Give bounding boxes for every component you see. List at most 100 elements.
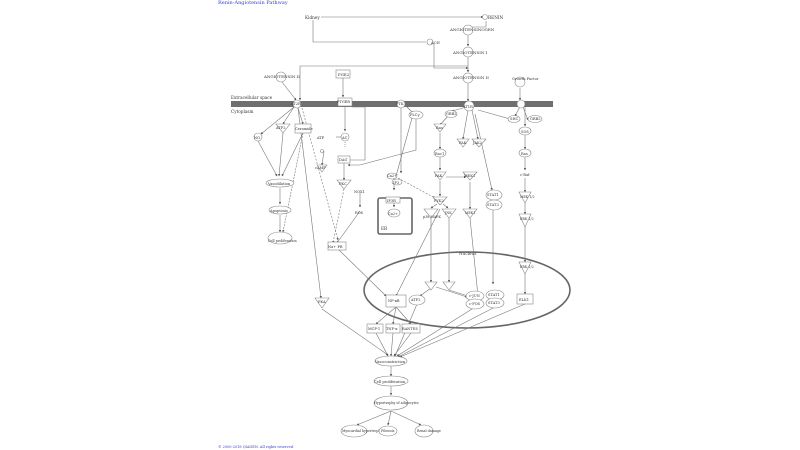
node-ca-top: Ca2+ [387, 174, 397, 178]
hypertrophy-glyph [373, 395, 409, 411]
apoptosis-glyph [268, 205, 292, 215]
jnk-glyph [441, 208, 457, 219]
angiotensin-i-glyph [462, 46, 474, 58]
node-sos: SOS [521, 130, 529, 134]
node-camp: cAMP [315, 166, 326, 170]
elk1-glyph [516, 293, 534, 305]
pak-glyph [433, 171, 447, 181]
sos-glyph [518, 126, 532, 136]
node-plcg: PLCγ [410, 113, 420, 117]
node-pkc: PKC [339, 182, 347, 186]
plasma-membrane [231, 101, 553, 107]
node-rac1: Rac1 [435, 152, 444, 156]
node-growth-factor: Growth Factor [512, 77, 539, 81]
node-ptk: PTK [396, 102, 404, 106]
node-at2r: AT2R [290, 102, 301, 106]
node-ceramide: Ceramide [295, 127, 313, 131]
jnk-nuc-glyph [442, 281, 456, 291]
raf-glyph [462, 208, 478, 219]
erk12-nuc-glyph [518, 261, 532, 275]
node-ac: AC [341, 136, 348, 140]
rantes-glyph [401, 323, 421, 334]
p38-glyph [423, 208, 439, 219]
rac1-glyph [433, 148, 447, 158]
node-stat1-nuc: STAT1 [488, 293, 500, 297]
copyright-notice: © 2000-2018 QIAGEN. All rights reserved. [218, 445, 295, 449]
nfkb-glyph [385, 294, 407, 308]
node-pyk2: PYK2 [434, 199, 444, 203]
angiotensin-ii-left-glyph [275, 71, 287, 83]
node-renin: RENIN [488, 15, 504, 20]
node-c-fos: c-FOS [469, 302, 481, 306]
vasodilation-glyph [265, 178, 295, 188]
node-na-pr: Na+ PR [328, 245, 343, 249]
node-pge2: PGE2 [338, 72, 350, 77]
node-mcp1: MCP-1 [368, 327, 380, 331]
stat3-glyph [485, 199, 503, 211]
mek1-glyph [462, 171, 478, 181]
fibrosis-glyph [378, 425, 398, 437]
node-c-raf: c-Raf [520, 173, 530, 177]
node-fibrosis: Fibrosis [381, 429, 395, 433]
er-label: ER [381, 226, 388, 231]
node-ca-er: Ca2+ [388, 212, 398, 216]
atf2-nuc-glyph [408, 294, 426, 306]
at2r-glyph [292, 99, 302, 109]
erk12-top-glyph [518, 213, 532, 228]
shc-glyph [507, 115, 521, 123]
extracellular-label: Extracellular space [231, 95, 273, 100]
nucleus-compartment [363, 251, 571, 329]
node-ros: ROS [355, 211, 364, 215]
node-at1r: AT1R [462, 105, 473, 109]
node-cell-proliferation-left: Cell proliferation [268, 239, 297, 243]
ras-top-glyph [433, 123, 447, 133]
p38-nuc-glyph [424, 281, 438, 291]
node-nox1: NOX1 [354, 190, 365, 194]
node-renal: Renal damage [417, 429, 441, 433]
node-elk1: ELK1 [519, 298, 529, 302]
fak-glyph [456, 138, 470, 148]
node-erk12-top: ERK 1/2 [520, 217, 534, 221]
grb2-right-glyph [527, 115, 543, 123]
node-ras-top: Ras [436, 126, 443, 130]
no-glyph [253, 132, 263, 142]
growth-factor-glyph [514, 76, 526, 88]
node-ip3: IP3 [393, 181, 400, 185]
jak2-glyph [471, 138, 487, 148]
node-grb2-right: GRB2 [530, 117, 541, 121]
pyk2-glyph [432, 196, 448, 206]
tnf-glyph [385, 323, 401, 334]
node-shc: SHC [510, 117, 519, 121]
angiotensin-ii-top-glyph [462, 72, 474, 84]
node-ace: ACE [430, 40, 440, 45]
ptger-glyph [337, 97, 353, 107]
node-vasodilation: Vasodilation [267, 182, 291, 186]
node-p38: p38 MAPK [423, 215, 441, 219]
growth-receptor-glyph [516, 99, 526, 109]
cell-proliferation-glyph [373, 375, 409, 387]
node-jak2: JAK2 [472, 141, 482, 145]
node-tnf: TNF-α [386, 327, 398, 331]
ace-glyph [426, 38, 434, 46]
node-raf: MEK1 [465, 211, 475, 215]
node-stat3-nuc: STAT3 [488, 301, 500, 305]
node-apoptosis: Apoptosis [269, 209, 288, 213]
diagram-title: Renin-Angiotensin Pathway [218, 0, 288, 6]
node-atf2-nuc: ATF2 [410, 298, 421, 302]
node-mek12: MEK 1/2 [520, 195, 535, 199]
node-erk12-nuc: ERK 1/2 [520, 265, 534, 269]
angiotensinogen-glyph [462, 24, 474, 36]
plcg-glyph [408, 110, 424, 120]
node-angiotensin-i: ANGIOTENSIN I [452, 50, 488, 55]
pge2-glyph [335, 69, 351, 79]
node-ptger: PTGER [337, 100, 350, 104]
ceramide-glyph [294, 123, 312, 134]
stat3-nuc-glyph [485, 297, 505, 309]
at1r-glyph [463, 100, 475, 112]
ca-er-glyph [387, 208, 401, 218]
ras-right-glyph [518, 148, 532, 158]
node-cell-proliferation: Cell proliferation [374, 380, 406, 384]
grb2-glyph [444, 110, 458, 118]
node-ip3r: IP3R [387, 199, 396, 203]
ac-glyph [340, 132, 350, 142]
